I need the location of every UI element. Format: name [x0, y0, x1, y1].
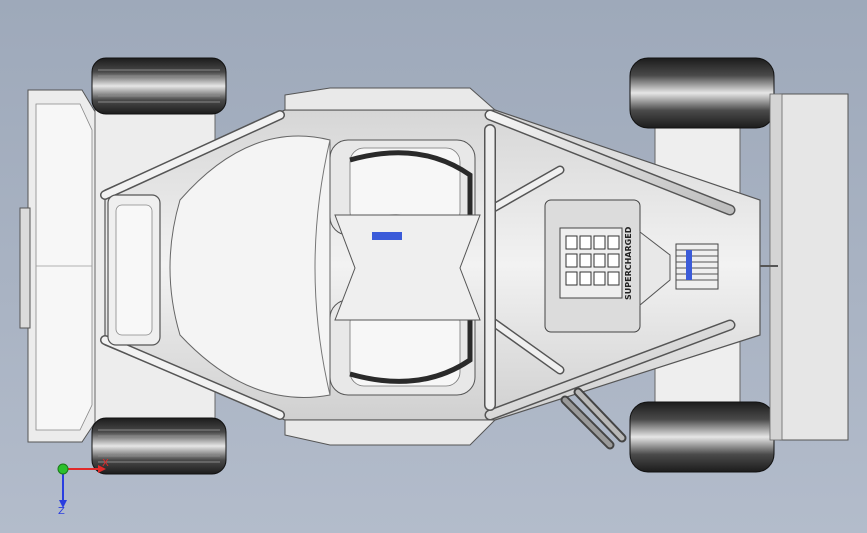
hood-panel [169, 135, 331, 398]
seat-belt-buckle-left [372, 232, 402, 240]
triad-z-label: Z [58, 506, 65, 517]
front-left-wheel [91, 57, 227, 115]
front-roll-cage [100, 110, 285, 420]
triad-y-axis [57, 463, 69, 475]
engine-block: SUPERCHARGED V8 [544, 199, 671, 333]
front-right-wheel [91, 417, 227, 475]
rear-roll-cage [484, 109, 736, 421]
rear-wing [752, 93, 849, 441]
decal-supercharged: SUPERCHARGED [624, 226, 633, 300]
exhaust-pipes [560, 387, 627, 450]
center-tunnel [334, 214, 481, 321]
rear-right-wheel [629, 401, 775, 473]
front-nose [19, 89, 101, 443]
radiator [675, 243, 719, 290]
rear-left-wheel [629, 57, 775, 129]
view-orientation-triad[interactable]: X Z [57, 458, 109, 517]
triad-x-label: X [102, 458, 109, 469]
seat-left [329, 139, 476, 236]
